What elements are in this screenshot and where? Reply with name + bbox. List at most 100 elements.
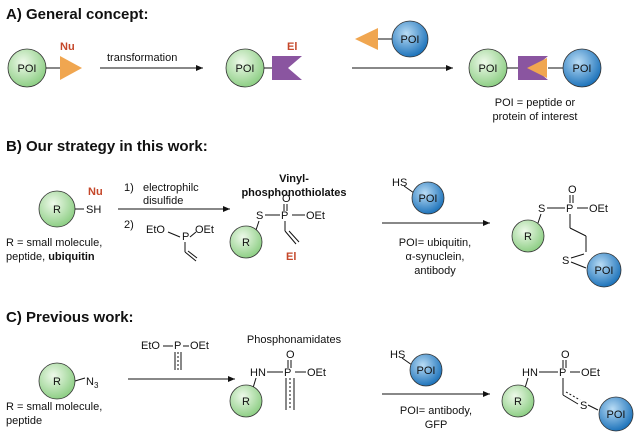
- svg-text:OEt: OEt: [306, 210, 325, 222]
- poi-conditions-line2: GFP: [425, 419, 448, 431]
- nu-label: Nu: [60, 41, 75, 53]
- step1-text2: disulfide: [143, 195, 183, 207]
- sh-label: SH: [86, 204, 101, 216]
- svg-text:HS: HS: [390, 349, 405, 361]
- el-label: El: [287, 41, 297, 53]
- svg-text:O: O: [282, 193, 291, 205]
- alkynyl-phosphonite-reagent: EtO OEt P: [141, 340, 209, 370]
- transformation-label: transformation: [107, 52, 177, 64]
- svg-text:R: R: [524, 231, 532, 243]
- svg-text:R: R: [242, 237, 250, 249]
- product-title-line1: Vinyl-: [279, 173, 309, 185]
- r-definition-line2: peptide: [6, 415, 42, 427]
- svg-text:S: S: [538, 203, 545, 215]
- r-green-ball: [511, 219, 545, 253]
- thioether-conjugate: O S P OEt R S POI: [511, 184, 622, 288]
- n-label: N: [86, 376, 94, 388]
- svg-text:O: O: [286, 349, 295, 361]
- poi-definition-line2: protein of interest: [493, 111, 578, 123]
- poi-blue-ball: [562, 48, 602, 88]
- r-green-ball: [501, 384, 535, 418]
- svg-text:HN: HN: [522, 367, 538, 379]
- el-label: El: [286, 251, 296, 263]
- svg-text:EtO: EtO: [141, 340, 160, 352]
- svg-text:POI: POI: [401, 34, 420, 46]
- vinyl-thioether-conjugate: O HN P OEt R S POI: [501, 349, 634, 432]
- step1-number: 1): [124, 182, 134, 194]
- poi-label: POI: [18, 63, 37, 75]
- poi-conditions-line2: α-synuclein,: [406, 251, 465, 263]
- thiol-poi-reagent-c: HS POI: [390, 349, 443, 387]
- poi-blue-ball: [411, 181, 445, 215]
- svg-text:O: O: [561, 349, 570, 361]
- nucleophile-triangle-icon: [60, 56, 82, 80]
- svg-text:OEt: OEt: [589, 203, 608, 215]
- svg-text:HS: HS: [392, 177, 407, 189]
- electrophile-notch-icon: [272, 56, 302, 80]
- thiol-poi-reagent: HS POI: [392, 177, 445, 215]
- svg-text:R: R: [53, 204, 61, 216]
- svg-text:EtO: EtO: [146, 224, 165, 236]
- svg-text:S: S: [562, 255, 569, 267]
- svg-text:POI: POI: [417, 365, 436, 377]
- svg-text:P: P: [281, 210, 288, 222]
- conjugate-product: POI POI: [468, 48, 602, 88]
- vinyl-phosphonite-reagent: EtO OEt P: [146, 224, 214, 262]
- section-c-title: C) Previous work:: [6, 309, 134, 326]
- svg-text:OEt: OEt: [307, 367, 326, 379]
- r-definition-line1: R = small molecule,: [6, 401, 102, 413]
- step2-number: 2): [124, 219, 134, 231]
- poi-conditions-line1: POI= ubiquitin,: [399, 237, 471, 249]
- nu-label: Nu: [88, 186, 103, 198]
- thiol-substrate: R SH Nu: [38, 186, 103, 228]
- azide-substrate: R N3: [38, 362, 99, 400]
- poi-blue-ball: [586, 252, 622, 288]
- section-a-title: A) General concept:: [6, 6, 149, 23]
- svg-text:P: P: [284, 367, 291, 379]
- poi-definition-line1: POI = peptide or: [495, 97, 576, 109]
- svg-text:OEt: OEt: [195, 224, 214, 236]
- r-green-ball: [229, 225, 263, 259]
- svg-text:P: P: [566, 203, 573, 215]
- poi-nucleophile-reagent: POI Nu: [7, 41, 82, 88]
- svg-text:R: R: [242, 396, 250, 408]
- poi-blue-triangle-reagent: POI: [355, 20, 429, 58]
- svg-text:POI: POI: [236, 63, 255, 75]
- alkynyl-phosphonamidate: O HN P OEt R: [229, 349, 326, 418]
- svg-text:P: P: [174, 340, 181, 352]
- svg-text:R: R: [53, 376, 61, 388]
- svg-text:POI: POI: [479, 63, 498, 75]
- triangle-icon: [527, 58, 547, 78]
- svg-text:OEt: OEt: [581, 367, 600, 379]
- poi-blue-ball: [409, 353, 443, 387]
- svg-text:O: O: [568, 184, 577, 196]
- poi-electrophile-reagent: POI El: [225, 41, 302, 88]
- r-definition-line1: R = small molecule,: [6, 237, 102, 249]
- svg-text:POI: POI: [419, 193, 438, 205]
- svg-text:S: S: [580, 400, 587, 412]
- svg-text:N3: N3: [86, 376, 99, 390]
- svg-text:P: P: [559, 367, 566, 379]
- svg-text:P: P: [182, 231, 189, 243]
- phosphonamidates-title: Phosphonamidates: [247, 334, 342, 346]
- r-green-ball: [229, 384, 263, 418]
- n3-subscript: 3: [94, 381, 99, 390]
- svg-text:POI: POI: [607, 409, 626, 421]
- poi-conditions-line1: POI= antibody,: [400, 405, 472, 417]
- poi-conditions-line3: antibody: [414, 265, 456, 277]
- step1-text: electrophilc: [143, 182, 199, 194]
- triangle-icon: [355, 28, 378, 50]
- svg-text:POI: POI: [595, 265, 614, 277]
- r-definition-line2: peptide, ubiquitin: [6, 251, 95, 263]
- svg-text:POI: POI: [573, 63, 592, 75]
- poi-blue-ball: [391, 20, 429, 58]
- svg-text:HN: HN: [250, 367, 266, 379]
- poi-blue-ball: [598, 396, 634, 432]
- svg-text:S: S: [256, 210, 263, 222]
- vinyl-phosphonothiolate: S P OEt O R El: [229, 193, 325, 263]
- svg-text:OEt: OEt: [190, 340, 209, 352]
- svg-text:R: R: [514, 396, 522, 408]
- section-b-title: B) Our strategy in this work:: [6, 138, 208, 155]
- product-title-line2: phosphonothiolates: [241, 187, 346, 199]
